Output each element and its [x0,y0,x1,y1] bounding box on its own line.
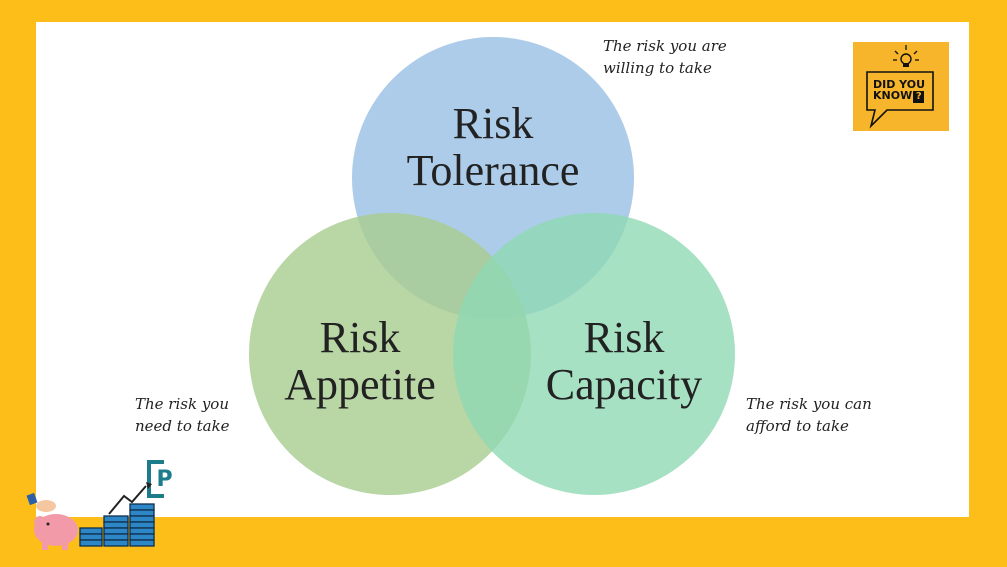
badge-line-2: KNOW [873,89,913,102]
logo-letter: P [156,467,173,492]
label-line-1: Risk [319,313,401,362]
lightbulb-icon [866,45,934,129]
badge-question-mark: ? [913,91,925,103]
did-you-know-badge: DID YOU KNOW? [853,42,949,131]
note-risk-tolerance: The risk you are willing to take [603,37,727,77]
circle-risk-capacity [453,213,735,495]
label-risk-capacity: Risk Capacity [494,314,754,408]
note-risk-capacity: The risk you can afford to take [746,395,872,435]
brand-logo: P [24,456,182,552]
label-line-2: Tolerance [406,146,580,195]
circle-risk-appetite [249,213,531,495]
label-risk-tolerance: Risk Tolerance [363,100,623,194]
label-line-1: Risk [452,99,534,148]
piggy-bank-coins-growth-icon [26,460,182,550]
did-you-know-text: DID YOU KNOW? [873,79,943,103]
label-line-2: Appetite [284,360,436,409]
badge-line-1: DID YOU [873,78,926,91]
label-line-1: Risk [583,313,665,362]
label-risk-appetite: Risk Appetite [230,314,490,408]
label-line-2: Capacity [545,360,703,409]
note-risk-appetite: The risk you need to take [135,395,230,435]
